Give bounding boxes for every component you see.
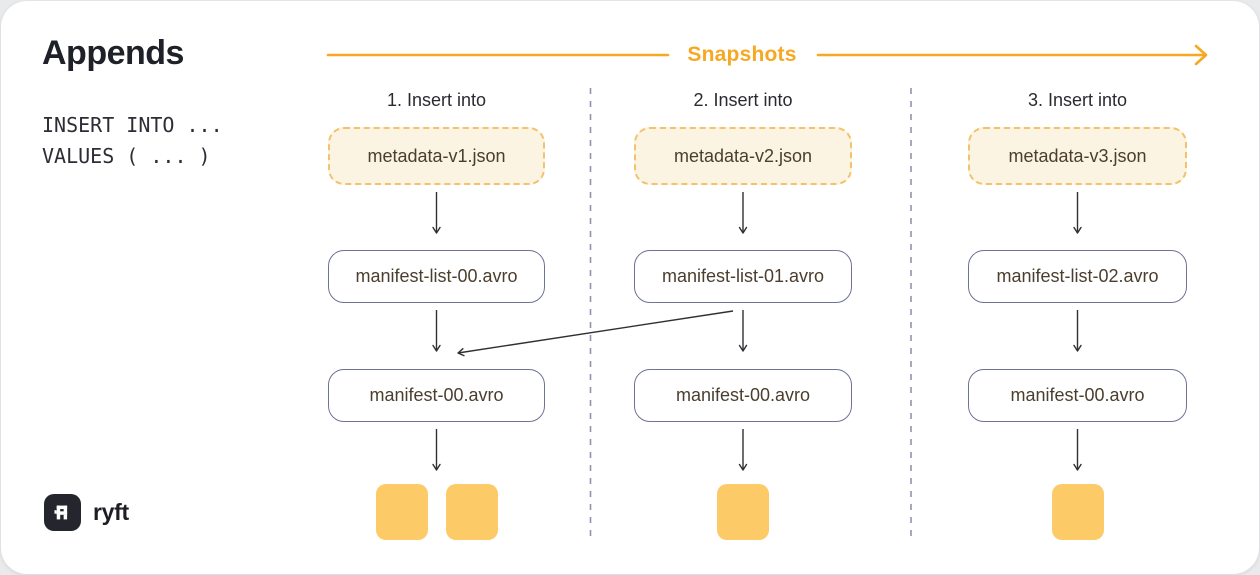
sql-line-2: VALUES ( ... ): [42, 144, 211, 168]
step-label: 1. Insert into: [386, 90, 487, 110]
sql-snippet: INSERT INTO ... VALUES ( ... ): [42, 110, 223, 172]
ryft-logo-icon: [44, 494, 81, 531]
metadata-node: metadata-v1.json: [328, 127, 545, 185]
timeline-label: Snapshots: [687, 43, 797, 66]
data-files-row: [634, 484, 852, 540]
manifest-list-node: manifest-list-02.avro: [968, 250, 1187, 303]
data-file-square: [1051, 484, 1104, 540]
snapshot-column-1: 1. Insert into metadata-v1.json manifest…: [328, 85, 545, 545]
data-file-square: [375, 484, 428, 540]
metadata-node: metadata-v3.json: [968, 127, 1187, 185]
snapshot-column-2: 2. Insert into metadata-v2.json manifest…: [634, 85, 852, 545]
metadata-node: metadata-v2.json: [634, 127, 852, 185]
manifest-node: manifest-00.avro: [968, 369, 1187, 422]
step-label: 3. Insert into: [1027, 90, 1128, 110]
manifest-node: manifest-00.avro: [328, 369, 545, 422]
ryft-logo: ryft: [44, 494, 129, 531]
manifest-node: manifest-00.avro: [634, 369, 852, 422]
manifest-list-node: manifest-list-01.avro: [634, 250, 852, 303]
manifest-list-node: manifest-list-00.avro: [328, 250, 545, 303]
sql-line-1: INSERT INTO ...: [42, 113, 223, 137]
pixel-r-glyph: [54, 505, 68, 520]
data-file-square: [445, 484, 498, 540]
data-files-row: [968, 484, 1187, 540]
step-label: 2. Insert into: [693, 90, 793, 110]
ryft-brand-text: ryft: [93, 499, 129, 525]
page-title: Appends: [42, 34, 184, 72]
data-file-square: [717, 484, 769, 540]
snapshot-column-3: 3. Insert into metadata-v3.json manifest…: [968, 85, 1187, 545]
data-files-row: [328, 484, 545, 540]
